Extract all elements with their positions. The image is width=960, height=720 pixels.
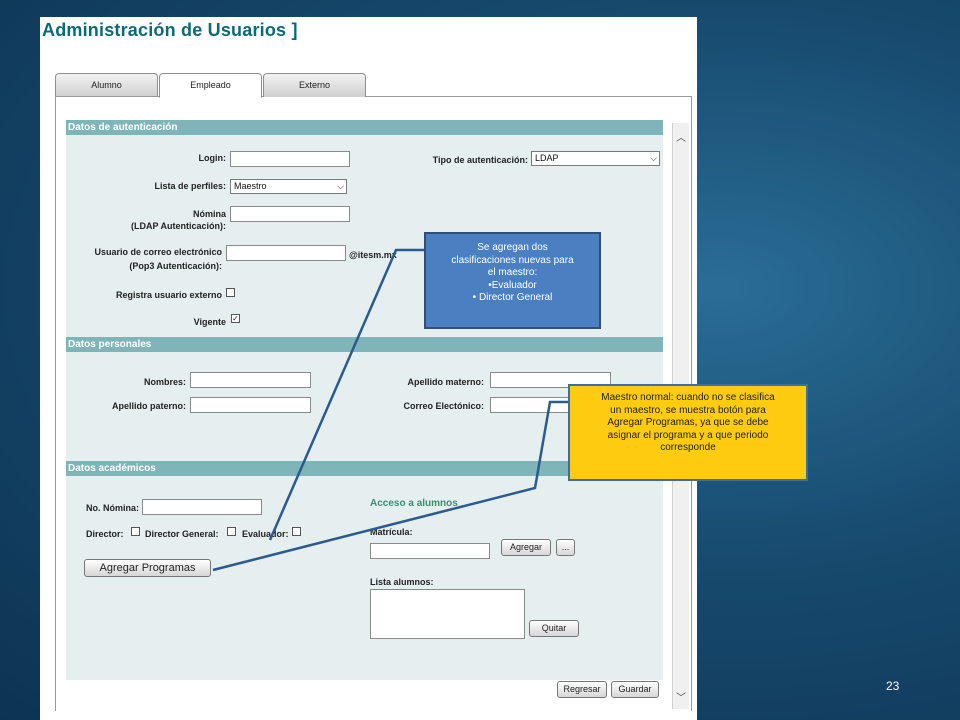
vigente-label: Vigente — [193, 317, 226, 327]
nomina-label: Nómina — [192, 209, 226, 219]
page-title-main: Administración de — [42, 20, 203, 40]
director-label: Director: — [86, 529, 124, 539]
matricula-label: Matrícula: — [370, 527, 413, 537]
connector-line-1 — [268, 248, 424, 541]
tab-externo[interactable]: Externo — [263, 73, 366, 97]
correo-label: Correo Electónico: — [403, 401, 484, 411]
external-user-label: Registra usuario externo — [115, 290, 222, 300]
scroll-down-arrow-icon[interactable]: ﹀ — [676, 693, 686, 704]
auth-type-select-value: LDAP — [535, 153, 559, 163]
nombres-label: Nombres: — [143, 377, 186, 387]
paterno-label: Apellido paterno: — [112, 401, 186, 411]
scroll-up-arrow-icon[interactable]: ︿ — [676, 133, 686, 144]
profiles-select-value: Maestro — [234, 181, 267, 191]
add-programs-button[interactable]: Agregar Programas — [84, 559, 211, 577]
callout1-line: • Director General — [472, 292, 553, 303]
auth-type-label: Tipo de autenticación: — [432, 155, 528, 165]
add-student-button[interactable]: Agregar — [501, 539, 551, 556]
evaluador-checkbox[interactable] — [292, 527, 301, 536]
no-nomina-input[interactable] — [142, 499, 262, 515]
chevron-down-icon: ⌵ — [337, 181, 344, 191]
save-button[interactable]: Guardar — [611, 681, 659, 698]
page-title-bracket: ] — [291, 20, 298, 40]
slide-number: 23 — [886, 679, 900, 693]
login-label: Login: — [198, 153, 227, 163]
tab-empleado[interactable]: Empleado — [159, 73, 262, 98]
section-header-auth: Datos de autenticación — [66, 120, 663, 135]
callout2-line: asignar el programa y a que periodo — [607, 429, 769, 441]
remove-student-button[interactable]: Quitar — [529, 620, 579, 637]
callout2-line: Maestro normal: cuando no se clasifica — [601, 392, 775, 403]
email-label: Usuario de correo electrónico — [94, 247, 222, 257]
section-header-academic: Datos académicos — [66, 461, 663, 476]
connector-line-2 — [212, 400, 568, 572]
callout1-line: clasificaciones nuevas para — [451, 254, 574, 266]
email-sublabel: (Pop3 Autenticación): — [129, 261, 222, 271]
student-access-title: Acceso a alumnos — [370, 498, 458, 509]
login-input[interactable] — [230, 151, 350, 167]
callout2-line: Agregar Programas, ya que se debe — [607, 417, 769, 428]
page-title: Administración de Usuarios ] — [42, 20, 298, 41]
auth-type-select[interactable]: LDAP ⌵ — [531, 151, 660, 166]
nomina-sublabel: (LDAP Autenticación): — [130, 221, 226, 231]
callout-normal-teacher: Maestro normal: cuando no se clasifica u… — [568, 384, 808, 481]
callout-new-classifications: Se agregan dos clasificaciones nuevas pa… — [424, 232, 601, 329]
section-header-personal: Datos personales — [66, 337, 663, 352]
director-general-label: Director General: — [145, 529, 219, 539]
check-icon: ✓ — [232, 314, 239, 323]
nomina-input[interactable] — [230, 206, 350, 222]
email-input[interactable] — [226, 245, 346, 261]
profiles-label: Lista de perfiles: — [154, 181, 226, 191]
tab-alumno[interactable]: Alumno — [55, 73, 158, 97]
callout1-line: el maestro: — [487, 267, 538, 278]
matricula-input[interactable] — [370, 543, 490, 559]
browse-button[interactable]: ... — [556, 539, 575, 556]
evaluador-label: Evaluador: — [242, 529, 289, 539]
back-button[interactable]: Regresar — [557, 681, 607, 698]
callout1-line: •Evaluador — [488, 279, 537, 291]
email-domain: @itesm.mx — [349, 250, 397, 260]
callout1-line: Se agregan dos — [477, 242, 548, 253]
external-user-checkbox[interactable] — [226, 288, 235, 297]
student-list-label: Lista alumnos: — [370, 577, 434, 587]
director-checkbox[interactable] — [131, 527, 140, 536]
director-general-checkbox[interactable] — [227, 527, 236, 536]
page-title-accent: Usuarios — [207, 20, 287, 40]
paterno-input[interactable] — [190, 397, 311, 413]
profiles-select[interactable]: Maestro ⌵ — [230, 179, 347, 194]
callout2-line: corresponde — [660, 442, 716, 453]
callout2-line: un maestro, se muestra botón para — [610, 404, 766, 416]
materno-label: Apellido materno: — [407, 377, 484, 387]
nombres-input[interactable] — [190, 372, 311, 388]
student-list-box[interactable] — [370, 589, 525, 639]
chevron-down-icon: ⌵ — [650, 153, 657, 163]
vigente-checkbox[interactable]: ✓ — [231, 314, 240, 323]
no-nomina-label: No. Nómina: — [86, 503, 139, 513]
